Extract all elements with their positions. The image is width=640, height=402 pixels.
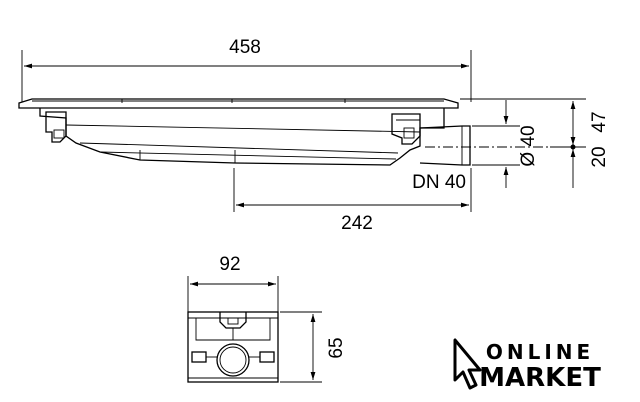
dim-overall-length: 458 [229,37,261,58]
logo-line2: MARKET [479,363,601,393]
drain-channel-body [39,108,445,166]
cursor-arrow-icon [453,338,482,390]
logo-line1: ONLINE [486,340,594,364]
section-outlet-circle [216,343,250,377]
online-market-logo: ONLINE MARKET [453,338,601,393]
outlet-pipe [419,125,580,166]
dim-outlet-diameter: Ø 40 [518,125,539,166]
section-outline [187,311,279,383]
dim-outlet-offset: 242 [341,213,373,234]
dim-height-total: 47 [589,111,610,132]
dim-outlet-height: 20 [589,146,610,167]
dim-section-height: 65 [326,337,347,358]
outlet-dn-label: DN 40 [412,172,466,193]
side-elevation-view: 458 [18,37,610,234]
cross-section-view: 92 65 [187,254,347,383]
dim-section-width: 92 [219,254,240,275]
right-bracket [391,113,421,145]
drain-top-plate [18,98,459,109]
left-bracket [45,111,67,143]
